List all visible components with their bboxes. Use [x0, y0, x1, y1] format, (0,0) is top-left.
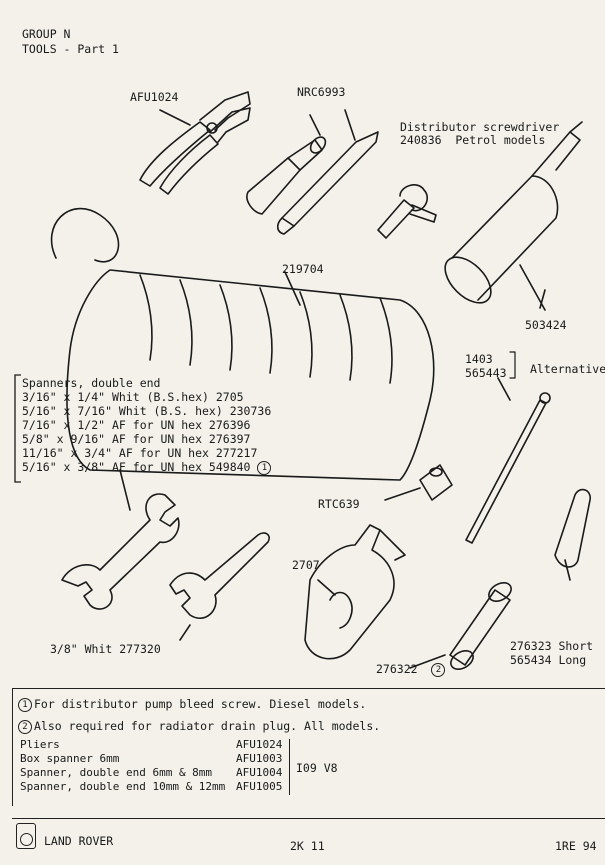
table-part-1: AFU1024 [236, 738, 283, 751]
label-dist-screwdriver-title: Distributor screwdriver [400, 120, 560, 134]
label-adjustable-spanner: 2707 [292, 558, 320, 572]
spanner-item-5: 11/16" x 3/4" AF for UN hex 277217 [22, 446, 258, 460]
double-spanner-drawing [61, 469, 270, 641]
label-screwdriver-set: NRC6993 [297, 85, 346, 99]
label-large-screwdriver: 503424 [525, 318, 567, 332]
spanner-item-4: 5/8" x 9/16" AF for UN hex 276397 [22, 432, 251, 446]
table-desc-4: Spanner, double end 10mm & 12mm [20, 780, 226, 793]
label-alt-1: 1403 [465, 352, 493, 366]
notes-box [12, 688, 605, 806]
table-part-3: AFU1004 [236, 766, 283, 779]
table-desc-2: Box spanner 6mm [20, 752, 120, 765]
screwdriver-set-drawing [246, 109, 379, 235]
spanner-item-3: 7/16" x 1/2" AF for UN hex 276396 [22, 418, 251, 432]
tommy-bar-drawing [465, 392, 551, 544]
section-title: TOOLS - Part 1 [22, 42, 119, 56]
tool-roll-drawing [50, 207, 435, 481]
label-box-spanner-text: 276322 [376, 662, 418, 676]
pliers-drawing [139, 91, 251, 195]
spanner-item-6: 5/16" x 3/8" AF for UN hex 549840 1 [22, 460, 273, 475]
label-dist-screwdriver-part: 240836 Petrol models [400, 133, 546, 147]
spanners-bracket [14, 374, 21, 483]
adjustable-spanner-drawing [304, 524, 406, 660]
spanner-item-6-text: 5/16" x 3/8" AF for UN hex 549840 [22, 460, 251, 474]
note-2-text: Also required for radiator drain plug. A… [34, 719, 381, 733]
table-part-4: AFU1005 [236, 780, 283, 793]
distributor-screwdriver-drawing [377, 184, 437, 239]
footer-rule [12, 818, 605, 819]
footer-ref: 1RE 94 [555, 839, 597, 853]
note-1-marker: 1 [257, 460, 272, 475]
table-part-2: AFU1003 [236, 752, 283, 765]
table-desc-3: Spanner, double end 6mm & 8mm [20, 766, 213, 779]
label-tommy-bar-2: 565434 Long [510, 653, 587, 667]
footer-brand: LAND ROVER [44, 834, 114, 848]
label-pliers: AFU1024 [130, 90, 179, 104]
small-box-spanner-drawing [384, 464, 453, 501]
label-tool-roll: 219704 [282, 262, 324, 276]
note-1-circle: 1 [18, 697, 32, 712]
label-open-spanner: 3/8" Whit 277320 [50, 642, 161, 656]
table-divider [289, 739, 290, 795]
spanner-item-1: 3/16" x 1/4" Whit (B.S.hex) 2705 [22, 390, 244, 404]
label-box-spanner-small: RTC639 [318, 497, 360, 511]
spanners-title: Spanners, double end [22, 376, 161, 390]
box-spanner-drawing [409, 582, 512, 670]
model-label: I09 V8 [296, 761, 338, 775]
label-alt-2: 565443 [465, 366, 507, 380]
table-desc-1: Pliers [20, 738, 60, 751]
british-leyland-logo [16, 823, 36, 849]
label-alternatives: Alternatives [530, 362, 605, 376]
large-screwdriver-drawing [444, 121, 583, 311]
footer-page: 2K 11 [290, 839, 325, 853]
tommy-handle-drawing [554, 488, 591, 581]
note-1-text: For distributor pump bleed screw. Diesel… [34, 697, 367, 711]
label-box-spanner: 276322 2 [376, 662, 447, 677]
note-2-marker: 2 [431, 662, 446, 677]
note-2-circle: 2 [18, 719, 32, 734]
spanner-item-2: 5/16" x 7/16" Whit (B.S. hex) 230736 [22, 404, 272, 418]
label-tommy-bar-1: 276323 Short [510, 639, 594, 653]
group-title: GROUP N [22, 27, 71, 41]
